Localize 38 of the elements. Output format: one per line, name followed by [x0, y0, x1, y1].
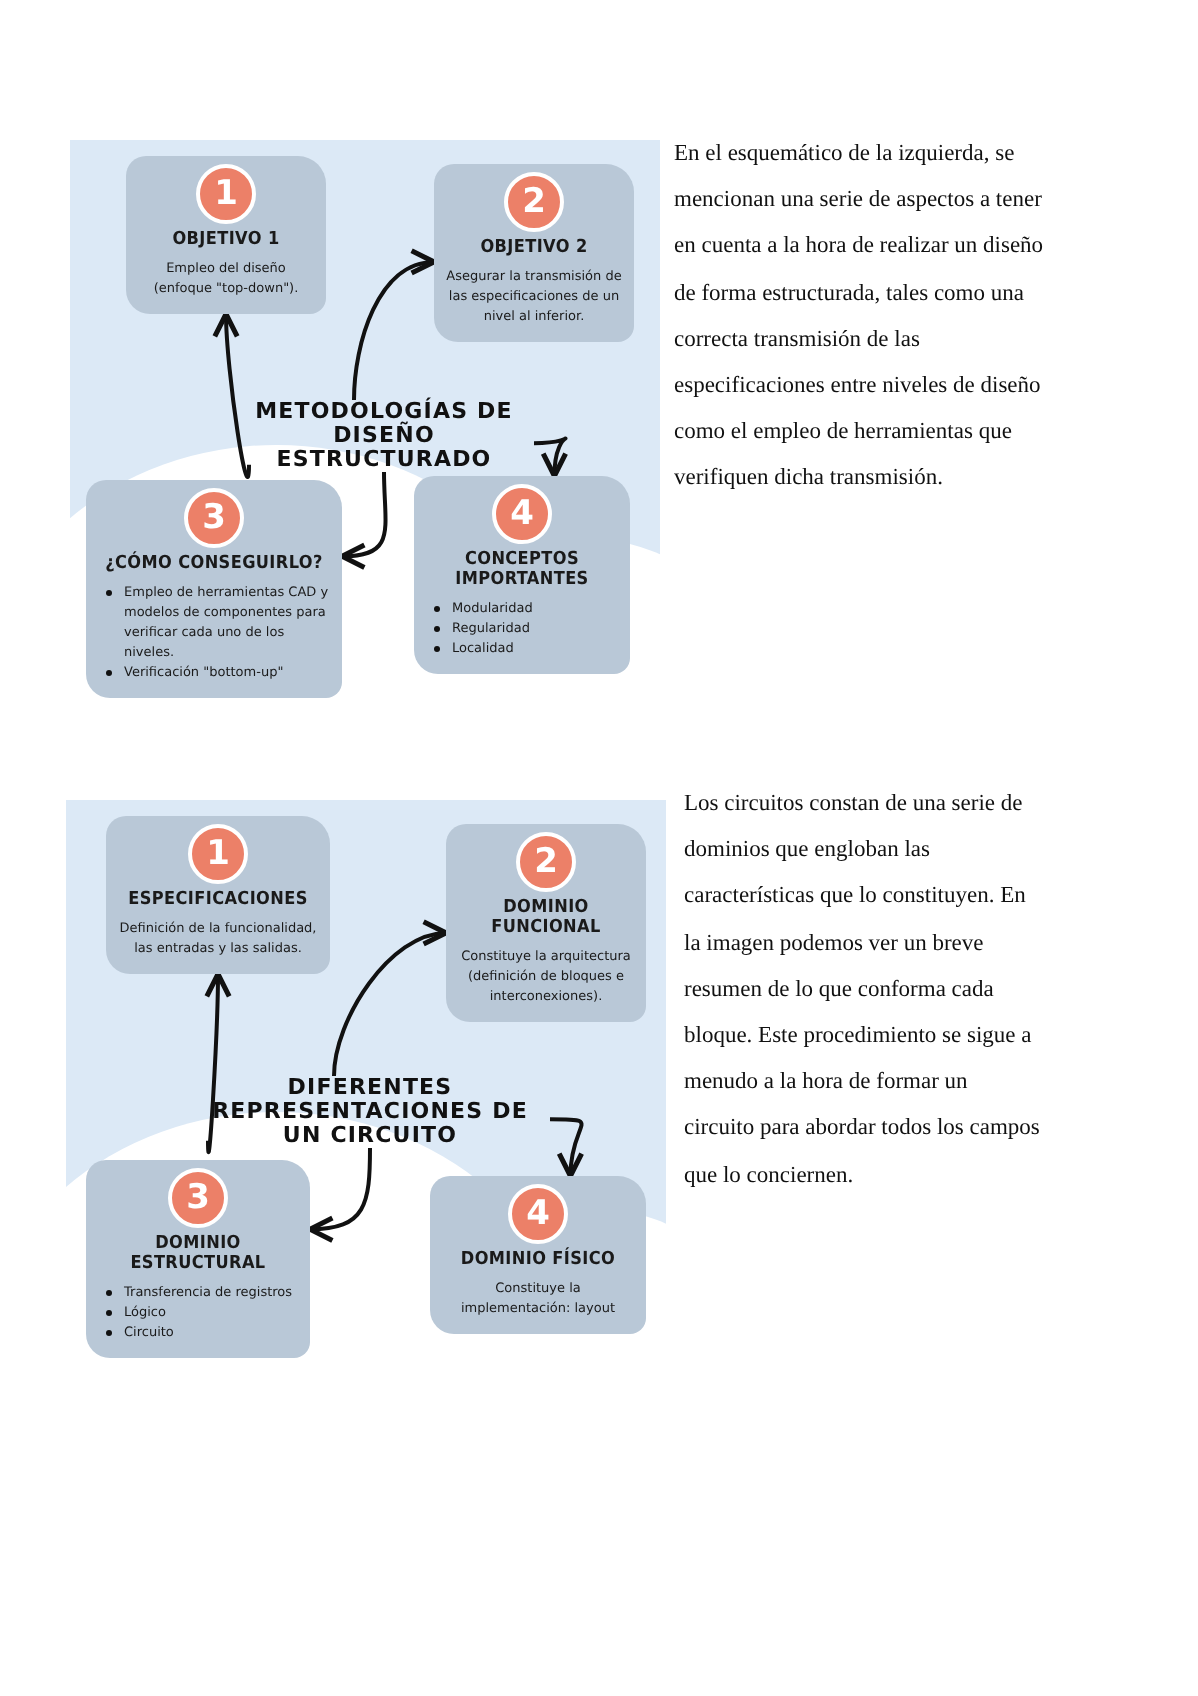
diagram-title: METODOLOGÍAS DE DISEÑO ESTRUCTURADO — [234, 400, 534, 472]
note-card — [414, 476, 630, 674]
note-card — [106, 816, 330, 974]
paragraph: Los circuitos constan de una serie de dominios que engloban las características que lo constituyen. En la imagen podemos ver un breve resumen de lo que conforma cada bloque. Este procedimiento se sigue a menudo a la hora de formar un circuito para abordar todos los campos que lo conciernen. — [684, 790, 1040, 1192]
infographic-panel — [70, 140, 660, 750]
card-heading: DOMINIO FÍSICO — [458, 1250, 618, 1270]
note-card — [126, 156, 326, 314]
curved-arrow — [550, 1117, 586, 1179]
curved-arrow — [212, 311, 251, 478]
curved-arrow — [352, 251, 437, 401]
curved-arrow — [332, 922, 449, 1077]
paragraph: En el esquemático de la izquierda, se mencionan una serie de aspectos a tener en cuenta a la hora de realizar un diseño de forma estructurada, tales como una correcta transmisión de las especificaciones entre niveles de diseño como el empleo de herramientas que verifiquen dicha transmisión. — [674, 140, 1046, 495]
curved-arrow — [307, 1148, 372, 1243]
card-heading: DOMINIO ESTRUCTURAL — [128, 1234, 268, 1274]
card-heading: ¿CÓMO CONSEGUIRLO? — [103, 554, 325, 574]
infographic-panel — [66, 800, 666, 1424]
note-card — [430, 1176, 646, 1334]
card-heading: OBJETIVO 2 — [478, 238, 590, 258]
curved-arrow — [533, 436, 570, 479]
curved-arrow — [204, 971, 232, 1152]
number-badge: 2 — [504, 172, 564, 232]
diagram-title: DIFERENTES REPRESENTACIONES DE UN CIRCUITO — [190, 1076, 550, 1148]
card-heading: OBJETIVO 1 — [170, 230, 282, 250]
card-heading: ESPECIFICACIONES — [126, 890, 310, 910]
note-card — [434, 164, 634, 342]
card-heading: DOMINIO FUNCIONAL — [489, 898, 603, 938]
number-badge: 4 — [508, 1184, 568, 1244]
number-badge: 3 — [184, 488, 244, 548]
number-badge: 4 — [492, 484, 552, 544]
note-card — [86, 1160, 310, 1358]
note-card — [446, 824, 646, 1022]
number-badge: 3 — [168, 1168, 228, 1228]
curved-arrow — [339, 471, 388, 569]
card-heading: CONCEPTOS IMPORTANTES — [453, 550, 591, 590]
number-badge: 1 — [188, 824, 248, 884]
note-card — [86, 480, 342, 698]
number-badge: 1 — [196, 164, 256, 224]
number-badge: 2 — [516, 832, 576, 892]
